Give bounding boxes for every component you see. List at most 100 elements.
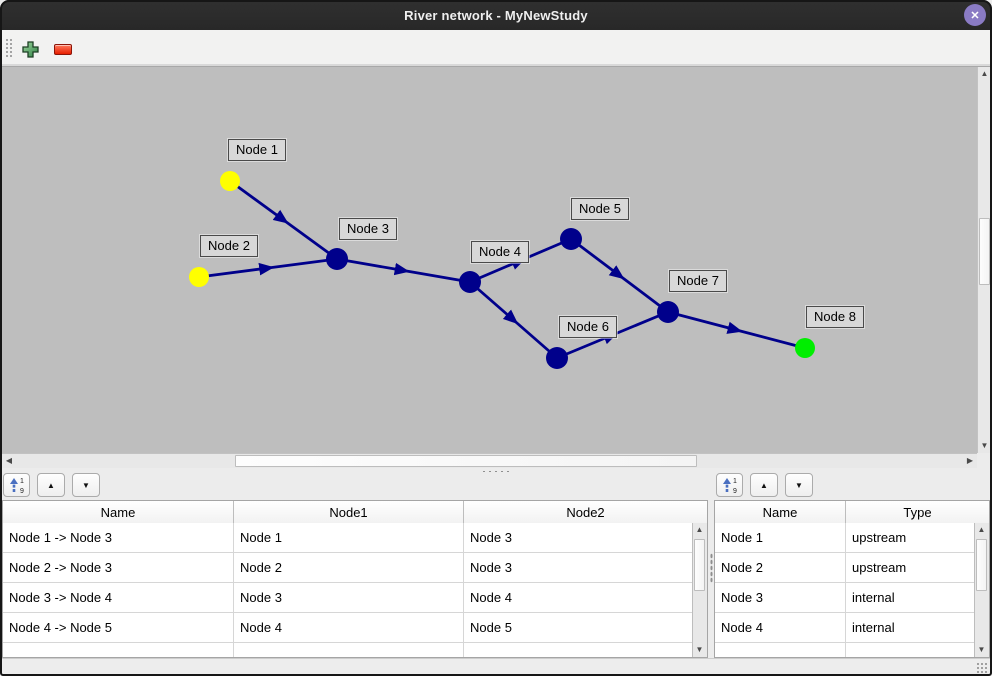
table-cell[interactable] xyxy=(234,643,464,657)
links-table-scrollbar[interactable]: ▲ ▼ xyxy=(692,523,707,657)
scroll-right-arrow[interactable]: ▶ xyxy=(963,454,977,468)
table-cell[interactable]: Node 3 xyxy=(234,583,464,612)
river-node[interactable] xyxy=(220,171,240,191)
resize-grip[interactable] xyxy=(976,662,988,674)
table-cell[interactable] xyxy=(846,643,975,657)
column-header-node2[interactable]: Node2 xyxy=(566,504,605,520)
river-node[interactable] xyxy=(546,347,568,369)
scroll-down-arrow[interactable]: ▼ xyxy=(975,643,988,657)
nodes-table-toolbar: 1 9 ▲ ▼ xyxy=(716,472,820,498)
scroll-thumb[interactable] xyxy=(694,539,705,591)
horizontal-splitter[interactable] xyxy=(0,468,992,473)
table-row[interactable]: Node 2 upstream xyxy=(715,553,975,583)
status-bar xyxy=(0,658,992,676)
scroll-thumb[interactable] xyxy=(976,539,987,591)
move-down-button-links[interactable]: ▼ xyxy=(72,473,100,497)
column-header-node1[interactable]: Node1 xyxy=(234,501,464,523)
table-cell[interactable]: upstream xyxy=(852,560,907,575)
table-cell[interactable]: Node 4 xyxy=(715,613,846,642)
table-cell[interactable]: internal xyxy=(852,620,895,635)
table-cell[interactable] xyxy=(3,643,234,657)
scroll-down-arrow[interactable]: ▼ xyxy=(978,439,991,453)
node-label[interactable]: Node 6 xyxy=(559,316,617,338)
river-link[interactable] xyxy=(667,310,806,350)
scroll-down-arrow[interactable]: ▼ xyxy=(693,643,706,657)
river-link[interactable] xyxy=(198,257,338,279)
table-row[interactable] xyxy=(715,643,975,657)
close-button[interactable]: ✕ xyxy=(964,4,986,26)
table-cell[interactable]: Node 2 xyxy=(234,553,464,582)
vertical-scroll-thumb[interactable] xyxy=(979,218,990,285)
river-link[interactable] xyxy=(229,179,338,261)
table-cell[interactable]: upstream xyxy=(852,530,907,545)
table-cell[interactable]: Node 1 xyxy=(715,523,846,552)
table-cell[interactable]: Node 4 xyxy=(234,613,464,642)
river-network-canvas[interactable]: Node 1 Node 2 Node 3 Node 4 Node 5 Node 6 Node… xyxy=(2,67,977,453)
table-cell[interactable]: Node 2 xyxy=(715,553,846,582)
table-row[interactable]: Node 3 internal xyxy=(715,583,975,613)
river-link[interactable] xyxy=(570,237,669,314)
sort-button-nodes[interactable]: 1 9 xyxy=(716,473,743,497)
sort-button-links[interactable]: 1 9 xyxy=(3,473,30,497)
river-node[interactable] xyxy=(795,338,815,358)
vertical-splitter[interactable] xyxy=(708,473,714,658)
table-cell[interactable]: Node 5 xyxy=(470,620,512,635)
table-cell[interactable]: internal xyxy=(852,590,895,605)
table-cell[interactable]: Node 4 -> Node 5 xyxy=(3,613,234,642)
table-cell[interactable] xyxy=(464,643,693,657)
scroll-up-arrow[interactable]: ▲ xyxy=(975,523,988,537)
sort-icon: 1 9 xyxy=(9,478,24,494)
scroll-up-arrow[interactable]: ▲ xyxy=(978,67,991,81)
table-row[interactable]: Node 1 upstream xyxy=(715,523,975,553)
horizontal-scroll-thumb[interactable] xyxy=(235,455,697,467)
river-link[interactable] xyxy=(336,257,471,284)
svg-text:1: 1 xyxy=(733,478,737,485)
toolbar-drag-handle[interactable] xyxy=(5,38,12,58)
table-cell[interactable]: Node 3 xyxy=(470,530,512,545)
table-cell[interactable]: Node 2 -> Node 3 xyxy=(3,553,234,582)
table-cell[interactable]: Node 3 xyxy=(715,583,846,612)
node-label[interactable]: Node 7 xyxy=(669,270,727,292)
node-label[interactable]: Node 1 xyxy=(228,139,286,161)
table-cell[interactable] xyxy=(715,643,846,657)
river-link[interactable] xyxy=(469,280,558,360)
remove-node-button[interactable] xyxy=(52,38,74,60)
river-node[interactable] xyxy=(326,248,348,270)
table-cell[interactable]: Node 4 xyxy=(470,590,512,605)
canvas-vertical-scrollbar[interactable]: ▲ ▼ xyxy=(977,67,991,453)
column-header-type[interactable]: Type xyxy=(903,504,932,520)
table-cell[interactable]: Node 3 xyxy=(470,560,512,575)
node-label[interactable]: Node 5 xyxy=(571,198,629,220)
move-up-button-nodes[interactable]: ▲ xyxy=(750,473,778,497)
move-up-button-links[interactable]: ▲ xyxy=(37,473,65,497)
canvas-horizontal-scrollbar[interactable]: ◀ ▶ xyxy=(2,453,977,469)
column-header-name[interactable]: Name xyxy=(3,501,234,523)
table-cell[interactable]: Node 1 xyxy=(234,523,464,552)
column-header-name[interactable]: Name xyxy=(715,501,846,523)
table-cell[interactable]: Node 1 -> Node 3 xyxy=(3,523,234,552)
node-label[interactable]: Node 4 xyxy=(471,241,529,263)
river-node[interactable] xyxy=(459,271,481,293)
node-label[interactable]: Node 8 xyxy=(806,306,864,328)
node-label[interactable]: Node 3 xyxy=(339,218,397,240)
river-node[interactable] xyxy=(189,267,209,287)
nodes-table-scrollbar[interactable]: ▲ ▼ xyxy=(974,523,989,657)
table-cell[interactable]: Node 3 -> Node 4 xyxy=(3,583,234,612)
add-node-button[interactable] xyxy=(19,38,41,60)
move-down-button-nodes[interactable]: ▼ xyxy=(785,473,813,497)
title-bar[interactable]: River network - MyNewStudy ✕ xyxy=(0,0,992,30)
node-label[interactable]: Node 2 xyxy=(200,235,258,257)
scroll-left-arrow[interactable]: ◀ xyxy=(2,454,16,468)
river-node[interactable] xyxy=(560,228,582,250)
table-row[interactable]: Node 4 internal xyxy=(715,613,975,643)
table-row[interactable] xyxy=(3,643,693,657)
scroll-up-arrow[interactable]: ▲ xyxy=(693,523,706,537)
river-node[interactable] xyxy=(657,301,679,323)
